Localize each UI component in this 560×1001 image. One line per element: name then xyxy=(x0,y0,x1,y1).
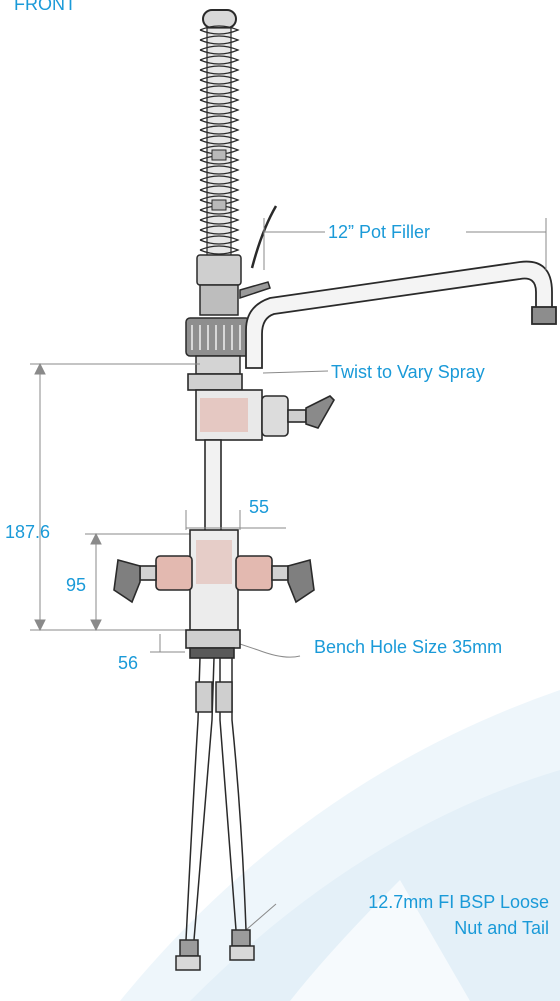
upper-valve xyxy=(187,373,335,536)
tail-label-line2: Nut and Tail xyxy=(454,918,549,938)
swing-spout xyxy=(245,260,557,369)
view-heading: FRONT xyxy=(14,0,76,14)
tail-label-line1: 12.7mm FI BSP Loose xyxy=(368,892,549,912)
thread-dimension: 56 xyxy=(118,653,139,673)
twist-spray-label: Twist to Vary Spray xyxy=(331,362,485,382)
lower-body xyxy=(113,529,315,659)
bench-hole-label: Bench Hole Size 35mm xyxy=(314,637,503,657)
flexible-tails xyxy=(175,657,255,971)
watermark-arcs xyxy=(120,690,560,1001)
dimension-lines xyxy=(30,218,547,931)
height-dimension: 187.6 xyxy=(5,522,51,542)
handle-dimension: 95 xyxy=(66,575,87,595)
spring-coil xyxy=(199,9,240,259)
width-dimension: 55 xyxy=(249,497,270,517)
pot-filler-label: 12” Pot Filler xyxy=(328,222,431,242)
spray-head xyxy=(185,205,278,375)
